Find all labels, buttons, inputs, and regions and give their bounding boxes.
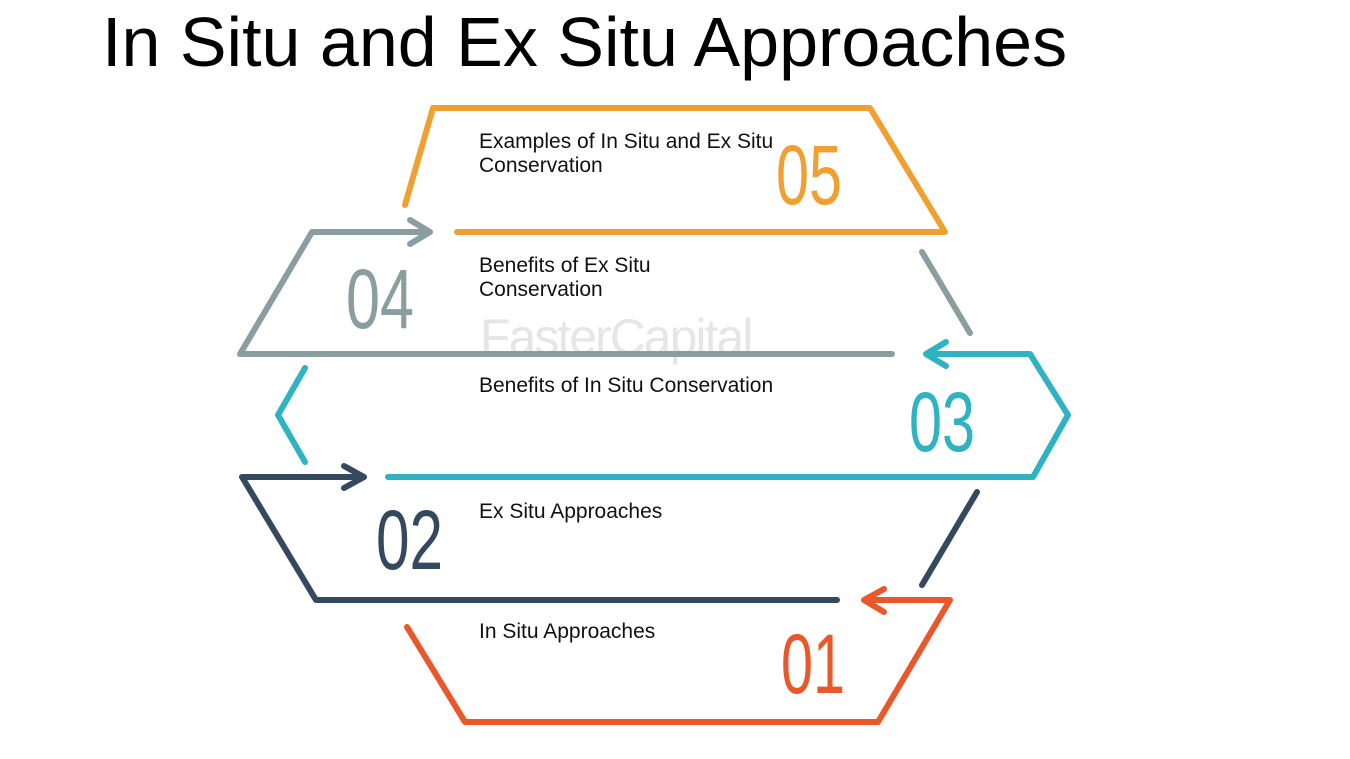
step-02-label: Ex Situ Approaches (479, 500, 663, 523)
step-02-number: 02 (376, 493, 443, 587)
arrow-left-icon (923, 339, 949, 369)
step-02-shape (239, 463, 980, 603)
step-01-number: 01 (781, 617, 845, 711)
step-03-label: Benefits of In Situ Conservation (479, 374, 774, 397)
page-title: In Situ and Ex Situ Approaches (102, 3, 1068, 81)
step-04-label: Benefits of Ex Situ Conservation (479, 254, 651, 301)
arrow-right-icon (407, 217, 433, 247)
step-04-number: 04 (346, 252, 414, 346)
step-05-number: 05 (776, 128, 842, 222)
step-05-label: Examples of In Situ and Ex Situ Conserva… (479, 130, 774, 177)
step-04-shape (237, 217, 973, 357)
step-05-shape (402, 105, 948, 235)
step-01-shape (404, 586, 953, 725)
step-01-label: In Situ Approaches (479, 620, 656, 643)
arrow-right-icon (341, 463, 367, 491)
step-03-number: 03 (909, 375, 975, 469)
step-03-shape (275, 339, 1071, 480)
arrow-left-icon (861, 586, 887, 615)
